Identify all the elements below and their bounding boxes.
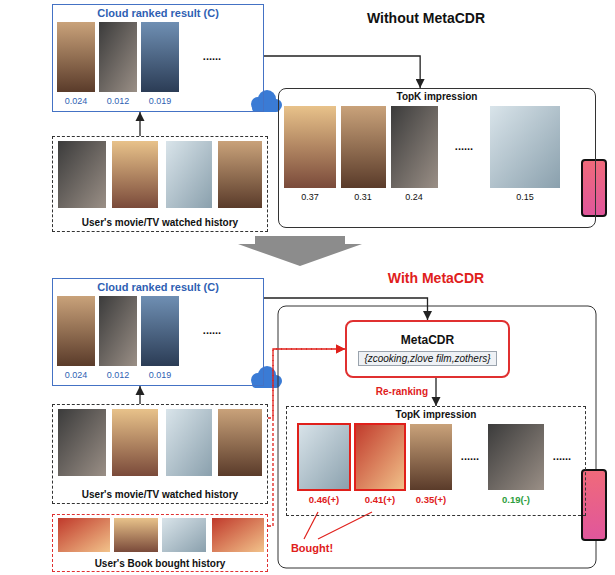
node-heading: User's Book bought history	[95, 558, 226, 569]
poster-image	[112, 141, 158, 208]
poster-image	[166, 409, 212, 476]
node-heading: Cloud ranked result (C)	[97, 281, 219, 293]
score: 0.15	[516, 192, 534, 202]
book-history-box: User's Book bought history	[52, 514, 268, 572]
node-heading: Cloud ranked result (C)	[97, 7, 219, 19]
connector-arrow	[264, 56, 420, 88]
impression-box: TopK impression	[278, 88, 596, 228]
cloud-icon	[251, 366, 282, 388]
poster-image	[99, 296, 137, 366]
score: 0.024	[65, 96, 88, 106]
ellipsis: ......	[553, 450, 571, 463]
callout-text: Bought!	[291, 542, 333, 555]
score: 0.019	[149, 370, 172, 380]
cloud-result-box: Cloud ranked result (C)	[52, 278, 264, 386]
poster-image	[166, 141, 212, 208]
node-heading: TopK impression	[397, 91, 478, 102]
score: 0.41(+)	[365, 495, 395, 506]
score: 0.012	[107, 96, 130, 106]
connector-arrow	[268, 349, 345, 526]
score: 0.012	[107, 370, 130, 380]
node-heading: User's movie/TV watched history	[82, 217, 238, 228]
poster-image	[58, 409, 106, 476]
score: 0.35(+)	[416, 495, 446, 506]
panel-title: Without MetaCDR	[367, 10, 485, 26]
poster-image	[218, 409, 262, 476]
connector-arrow	[268, 349, 345, 418]
poster-image	[218, 141, 262, 208]
device-panel	[278, 306, 596, 568]
transition-arrow	[238, 236, 362, 266]
panel-title: With MetaCDR	[388, 270, 484, 286]
cloud-result-box: Cloud ranked result (C)	[52, 4, 264, 112]
leader-line	[318, 512, 372, 539]
score: 0.19(-)	[502, 495, 530, 506]
poster-image	[58, 141, 106, 208]
score: 0.24	[405, 192, 423, 202]
score: 0.019	[149, 96, 172, 106]
book-image	[212, 518, 264, 552]
ellipsis: ......	[455, 140, 473, 153]
score: 0.31	[354, 192, 372, 202]
poster-image	[410, 424, 452, 490]
connector-arrow	[139, 386, 140, 404]
score: 0.37	[301, 192, 319, 202]
node-heading: User's movie/TV watched history	[82, 489, 238, 500]
poster-image	[298, 424, 350, 490]
connector-arrow	[139, 112, 140, 136]
poster-image	[57, 296, 95, 366]
poster-image	[99, 22, 137, 92]
node-body: {zcooking,zlove film,zothers}	[358, 351, 496, 366]
history-box: User's movie/TV watched history	[52, 404, 268, 504]
poster-image	[141, 296, 179, 366]
node-heading: MetaCDR	[401, 333, 454, 347]
poster-image	[391, 106, 438, 188]
book-image	[114, 518, 158, 552]
history-box: User's movie/TV watched history	[52, 136, 268, 232]
book-image	[162, 518, 206, 552]
poster-image	[490, 106, 560, 188]
poster-image	[488, 424, 544, 490]
book-image	[58, 518, 110, 552]
ellipsis: ......	[203, 50, 221, 63]
poster-image	[355, 424, 405, 490]
phone-icon	[582, 160, 606, 216]
poster-image	[141, 22, 179, 92]
leader-line	[304, 512, 318, 539]
node-heading: TopK impression	[396, 409, 477, 420]
connector-arrow	[264, 298, 428, 320]
ellipsis: ......	[461, 450, 479, 463]
ellipsis: ......	[203, 324, 221, 337]
metacdr-box: MetaCDR {zcooking,zlove film,zothers}	[345, 320, 510, 378]
score: 0.024	[65, 370, 88, 380]
poster-image	[57, 22, 95, 92]
poster-image	[112, 409, 158, 476]
edge-label: Re-ranking	[376, 386, 428, 398]
poster-image	[341, 106, 386, 188]
connector-arrow	[435, 378, 436, 406]
score: 0.46(+)	[309, 495, 339, 506]
poster-image	[284, 106, 336, 188]
